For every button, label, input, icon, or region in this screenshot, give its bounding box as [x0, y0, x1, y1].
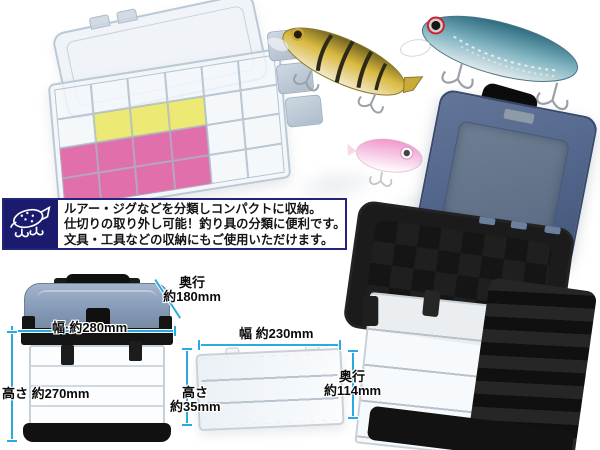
- main-box-width-label: 幅·約280mm: [52, 320, 128, 335]
- drawer-clamp: [362, 296, 379, 327]
- tray-depth-line1: 奥行: [338, 369, 365, 384]
- divider-tray-photo: [30, 0, 300, 215]
- depth-label-line2: 約180mm: [163, 288, 221, 304]
- tray-cell-pink: [135, 160, 175, 196]
- main-box-height-label: 高さ 約270mm: [2, 386, 90, 401]
- description-line-2: 仕切りの取り外し可能！釣り具の分類に便利です。: [64, 217, 346, 232]
- drawer-clamp: [129, 341, 142, 361]
- lid-ridge: [37, 290, 157, 308]
- description-line-1: ルアー・ジグなどを分類しコンパクトに収納。: [64, 202, 322, 216]
- tray-height-line1: 高さ: [181, 385, 208, 400]
- rim-latch: [544, 225, 561, 235]
- tray-width-dimension-line: [198, 340, 341, 350]
- tray-height-label: 高さ 約35mm: [170, 385, 221, 414]
- box-drawer-stack: [29, 341, 165, 425]
- main-box-depth-label: 奥行 約180mm: [163, 276, 221, 304]
- box-base: [23, 423, 171, 442]
- lure-blue: [400, 15, 579, 111]
- tray-hinge: [115, 8, 139, 25]
- tray-cell: [208, 148, 249, 185]
- description-box: ルアー・ジグなどを分類しコンパクトに収納。 仕切りの取り外し可能！釣り具の分類に…: [2, 198, 347, 250]
- tray-depth-label: 奥行 約114mm: [324, 369, 382, 398]
- tray-latch: [225, 347, 240, 354]
- rim-latch: [510, 220, 528, 230]
- lure-pink: [347, 138, 423, 187]
- tray-lanes: [200, 353, 340, 426]
- tray-cell-pink: [172, 154, 212, 190]
- lure-icon: [4, 200, 58, 248]
- tray-depth-dimension-line: [348, 350, 358, 419]
- divider-tray-grid: [54, 54, 285, 208]
- tray-cell-pink: [98, 166, 138, 202]
- rim-latch: [478, 216, 496, 226]
- height-dimension-line: [7, 331, 17, 442]
- lure-yellow: [267, 27, 424, 114]
- box-lid-latch: [503, 108, 535, 125]
- tray-hinge: [88, 13, 111, 30]
- tray-cell: [245, 143, 285, 179]
- depth-label-line1: 奥行: [178, 275, 205, 290]
- drawer-clamp: [422, 289, 441, 318]
- description-line-3: 文具・工具などの収納にもご使用いただけます。: [64, 232, 334, 247]
- tray-width-label: 幅 約230mm: [239, 326, 314, 341]
- tray-height-line2: 約35mm: [170, 398, 221, 414]
- description-text: ルアー・ジグなどを分類しコンパクトに収納。 仕切りの取り外し可能！釣り具の分類に…: [58, 200, 349, 248]
- box-band: [21, 328, 173, 345]
- tray-depth-line2: 約114mm: [324, 382, 382, 398]
- drawer-clamp: [61, 345, 74, 365]
- tackle-box-closed-photo: [18, 274, 176, 444]
- tray-height-dimension-line: [182, 348, 192, 426]
